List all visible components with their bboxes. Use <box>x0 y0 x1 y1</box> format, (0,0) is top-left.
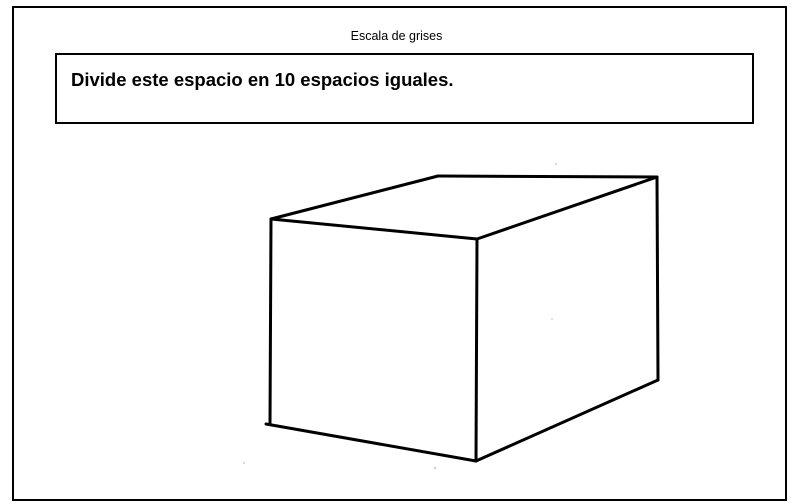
scan-speck <box>554 162 558 166</box>
cube-top-right-edge <box>475 175 659 241</box>
scan-speck <box>433 466 437 470</box>
instruction-text: Divide este espacio en 10 espacios igual… <box>71 69 454 90</box>
scan-speck <box>242 461 246 465</box>
cube-front-bottom-edge <box>264 422 478 463</box>
cube-front-left-edge <box>268 217 273 426</box>
cube-front-right-edge <box>474 237 479 463</box>
worksheet-title: Escala de grises <box>350 29 443 43</box>
scan-speck <box>551 318 553 320</box>
cube-top-back-edge <box>436 174 659 179</box>
cube-right-bottom-edge <box>474 378 660 463</box>
instruction-box: Divide este espacio en 10 espacios igual… <box>55 53 754 124</box>
cube-front-top-edge <box>269 217 479 241</box>
cube-right-back-edge <box>655 175 660 382</box>
cube-top-back-left-edge <box>269 174 440 221</box>
